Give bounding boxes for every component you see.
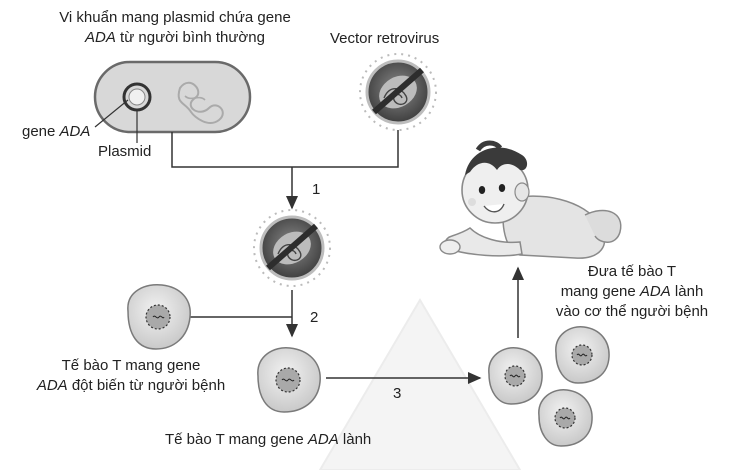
healthy-gene-name: ADA [307, 431, 339, 448]
transfer-label-prefix: mang gene [560, 283, 640, 300]
mutant-t-cell-icon [127, 283, 191, 350]
t-cell-icon [538, 389, 593, 447]
mutant-cell-label-line-1: Tế bào T mang gene [61, 357, 201, 374]
mutant-cell-label: Tế bào T mang gene ADA đột biến từ người… [0, 356, 262, 396]
gene-ada-label: gene ADA [22, 122, 90, 142]
background-watermark [318, 298, 522, 470]
gene-ada-pointer [94, 99, 129, 128]
baby-icon [439, 140, 622, 259]
modified-t-cell-icon [257, 347, 321, 413]
step-1-number: 1 [312, 181, 320, 198]
bacteria-label-line-2: ADA từ người bình thường [22, 28, 328, 48]
connector-vector [292, 130, 399, 168]
transfer-gene-name: ADA [639, 283, 671, 300]
recombinant-retrovirus-icon [253, 209, 331, 287]
bacteria-label: Vi khuẩn mang plasmid chứa gene ADA từ n… [22, 8, 328, 48]
bacteria-gene-name: ADA [85, 29, 116, 46]
mutant-cell-label-line-2: ADA đột biến từ người bệnh [0, 376, 262, 396]
bacterium-icon [93, 60, 252, 134]
t-cell-icon [488, 347, 543, 405]
step-2-number: 2 [310, 309, 318, 326]
mutant-gene-name: ADA [36, 377, 68, 394]
vector-label: Vector retrovirus [330, 30, 440, 47]
step-3-number: 3 [393, 385, 401, 402]
t-cell-icon [555, 326, 610, 384]
healthy-cell-label: Tế bào T mang gene ADA lành [165, 430, 371, 450]
healthy-t-cells-cluster [488, 326, 610, 447]
transfer-label-line-2: mang gene ADA lành [528, 282, 736, 302]
transfer-label-line-1: Đưa tế bào T [587, 263, 677, 280]
transfer-label: Đưa tế bào T mang gene ADA lành vào cơ t… [528, 262, 736, 322]
gene-ada-name: ADA [59, 123, 91, 140]
gene-ada-prefix: gene [22, 123, 60, 140]
connector-bacterium [171, 132, 292, 168]
bacterial-chromosome [177, 81, 224, 124]
transfer-label-suffix: lành [670, 283, 704, 300]
bacteria-label-line-1: Vi khuẩn mang plasmid chứa gene [59, 9, 291, 26]
retrovirus-icon [359, 53, 437, 131]
mutant-cell-label-rest: đột biến từ người bệnh [67, 377, 226, 394]
healthy-cell-prefix: Tế bào T mang gene [165, 431, 308, 448]
plasmid-label: Plasmid [98, 143, 152, 160]
transfer-label-line-3: vào cơ thể người bệnh [555, 303, 709, 320]
bacteria-label-rest: từ người bình thường [115, 29, 265, 46]
healthy-cell-suffix: lành [338, 431, 372, 448]
